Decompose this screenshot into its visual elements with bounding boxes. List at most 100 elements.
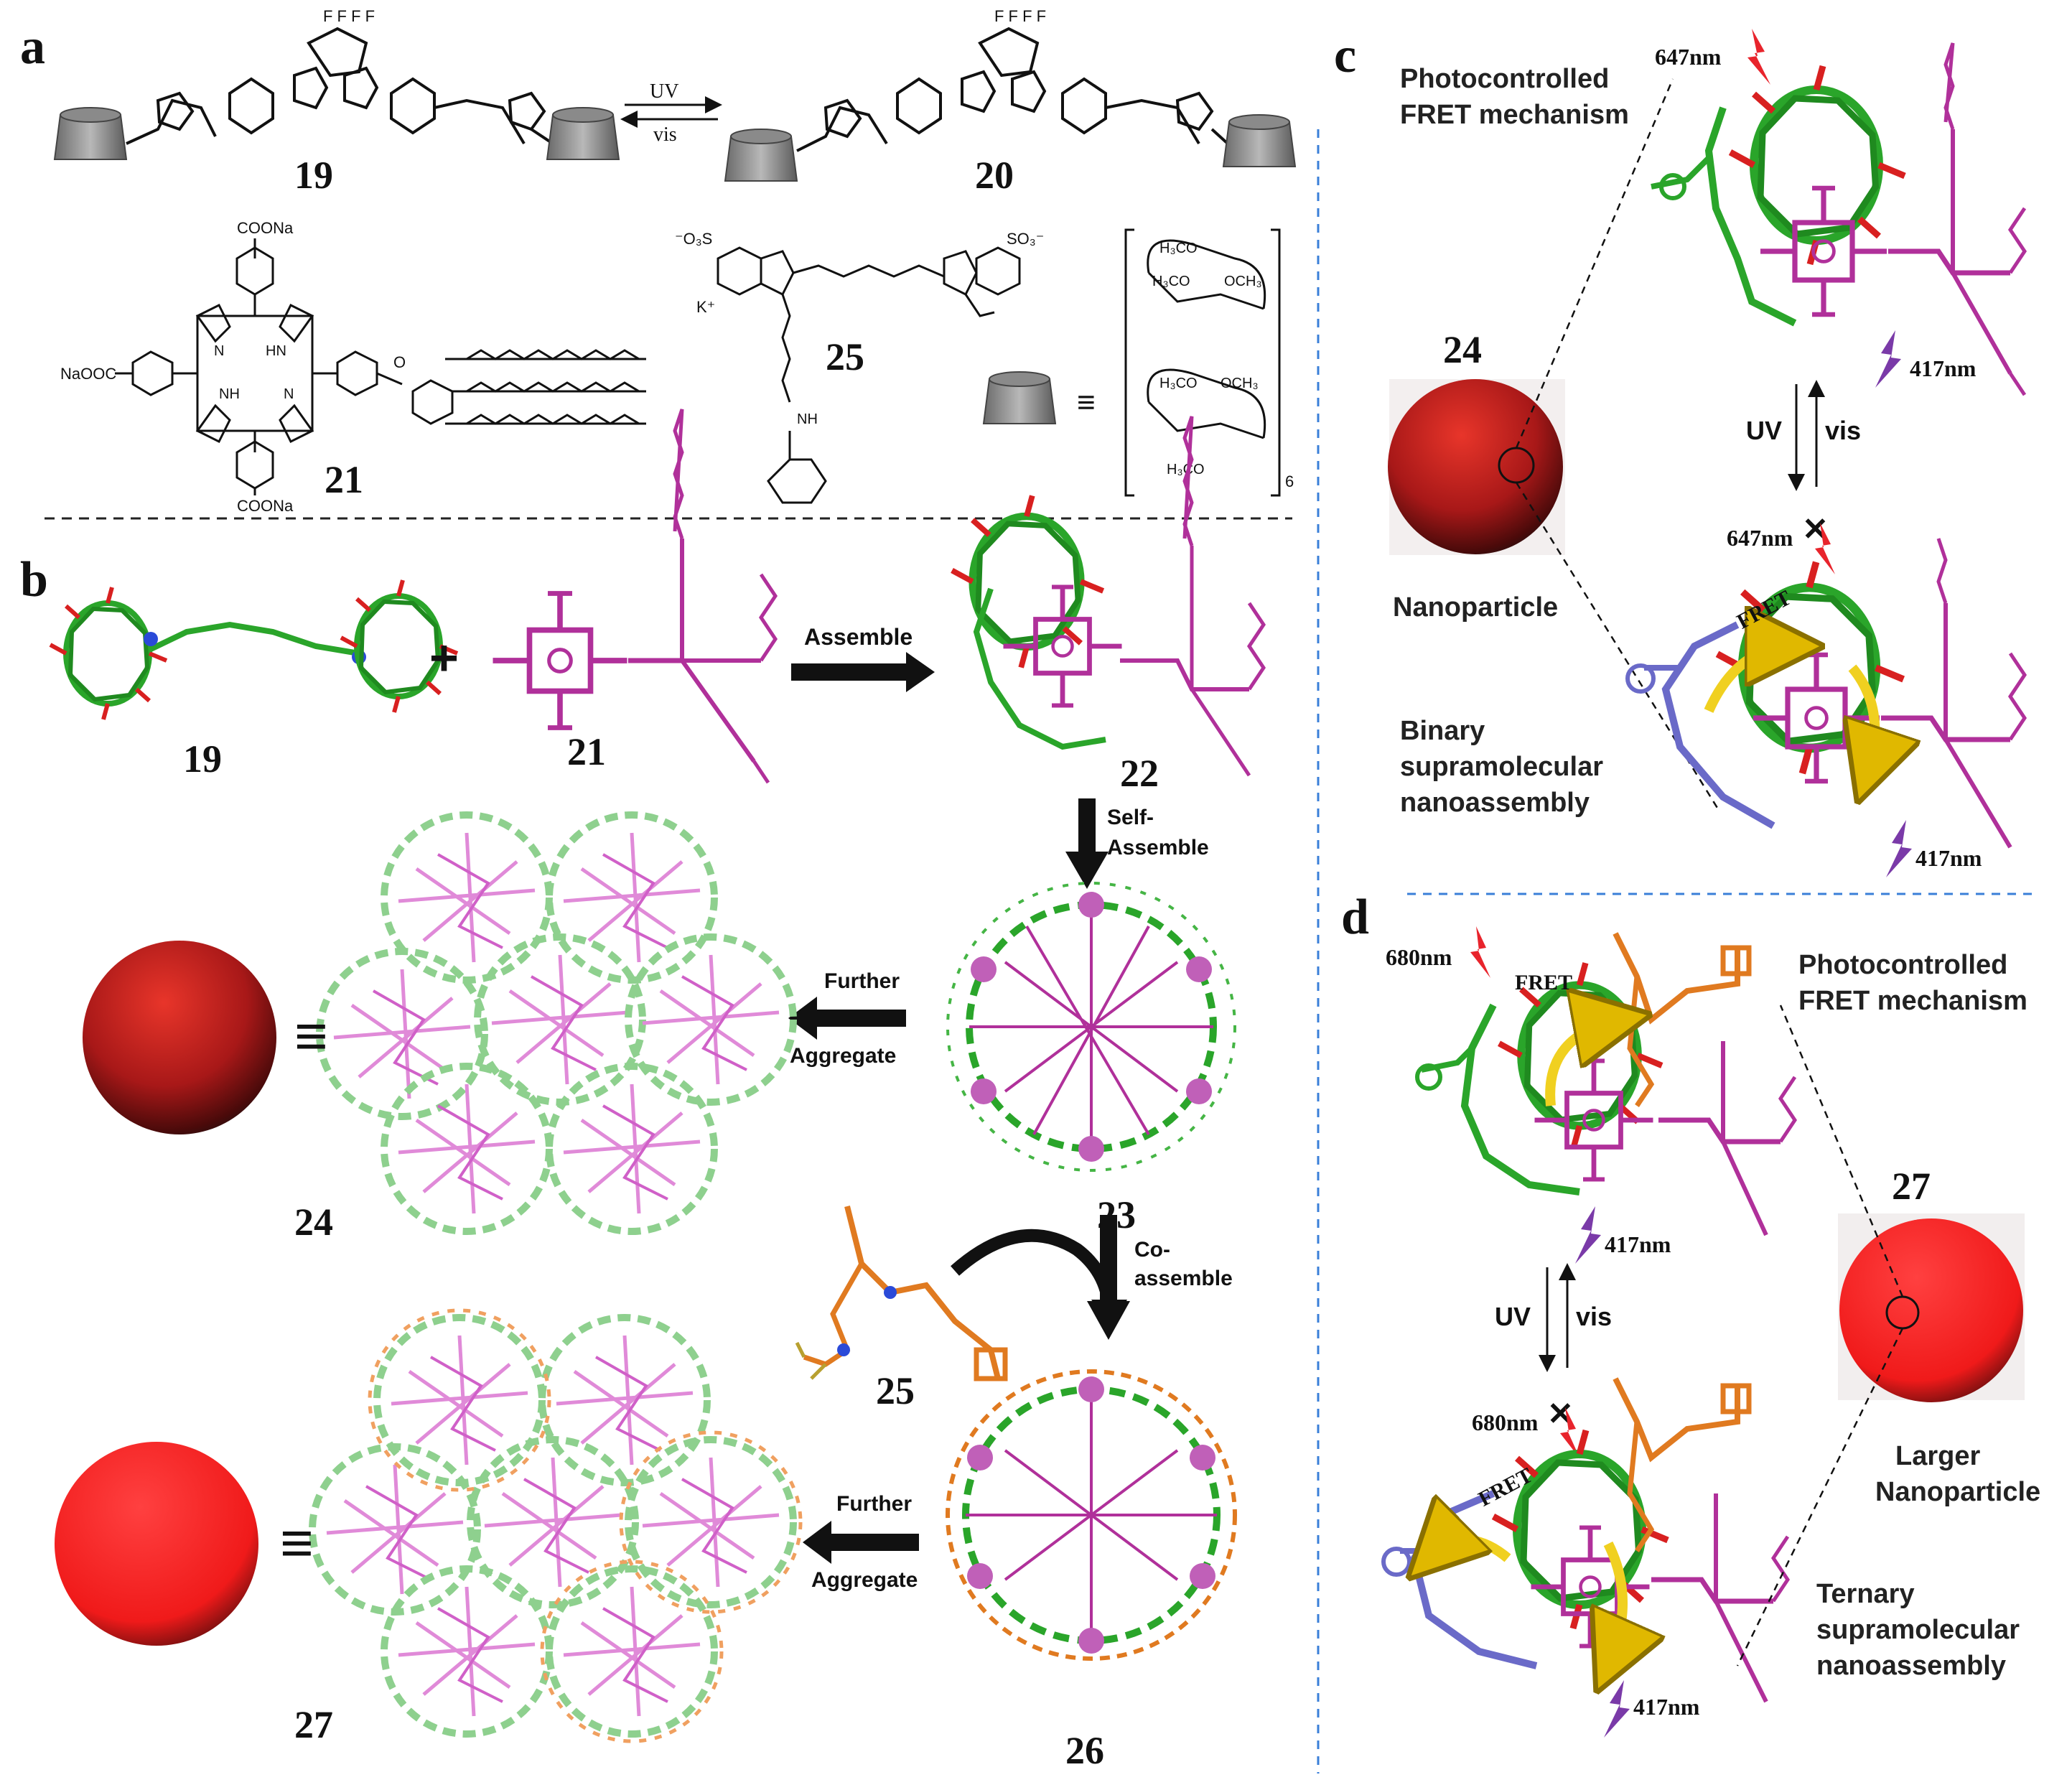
panel-d-zoom-line-bottom (1736, 1328, 1904, 1667)
model-25 (795, 1206, 1008, 1381)
model-27-aggregate (312, 1308, 803, 1743)
compound-19-structure: F F F F (53, 7, 620, 160)
k-ion: K⁺ (696, 298, 715, 316)
panel-d-open-complex (1415, 932, 1798, 1236)
switch-vis-label: vis (653, 123, 677, 146)
panel-c-closed-complex (1625, 538, 2027, 849)
panel-d-wl-680-top: 680nm (1386, 944, 1452, 970)
svg-text:F F F F: F F F F (994, 7, 1046, 25)
panel-d-ternary-3: nanoassembly (1816, 1651, 2006, 1681)
panel-c-binary-3: nanoassembly (1400, 788, 1590, 818)
nh-amide-group: NH (797, 411, 818, 427)
panel-c-vis: vis (1825, 416, 1861, 445)
plus-sign: + (429, 630, 459, 686)
model-23 (946, 882, 1236, 1172)
panel-c-letter: c (1334, 28, 1356, 83)
label-19-b: 19 (183, 737, 222, 780)
panel-d: d Photocontrolled FRET mechanism 680nm F… (1341, 890, 2040, 1738)
model-26 (946, 1369, 1237, 1661)
further2-label-1: Further (836, 1492, 912, 1516)
panel-c-open-complex (1651, 42, 2027, 396)
self-assemble-label-1: Self- (1107, 806, 1154, 829)
panel-d-closed-complex (1381, 1377, 1791, 1703)
further2-label-2: Aggregate (811, 1568, 918, 1592)
label-25-a: 25 (826, 335, 864, 378)
panel-b-letter: b (20, 552, 48, 607)
panel-c-title-1: Photocontrolled (1400, 64, 1609, 94)
further-aggregate-arrow-1: Further Aggregate (788, 969, 906, 1068)
nanoparticle-24-c (1388, 379, 1563, 554)
lightning-417-top (1875, 330, 1901, 388)
compound-20-structure: F F F F (724, 7, 1297, 182)
coassemble-arrow: Co- assemble (1087, 1215, 1233, 1340)
och3-2: OCH₃ (1221, 376, 1259, 391)
label-25-b: 25 (876, 1369, 915, 1412)
label-21-a: 21 (325, 458, 363, 501)
panel-d-ternary-1: Ternary (1816, 1579, 1915, 1609)
so3-right-group: SO₃⁻ (1007, 230, 1044, 248)
panel-c-label-24: 24 (1443, 328, 1482, 371)
coona-top-group: COONa (237, 219, 294, 237)
panel-a: a F F F F 19 UV vis (20, 7, 1297, 515)
assemble-arrow: Assemble (791, 624, 935, 692)
coassemble-label-1: Co- (1134, 1238, 1170, 1262)
panel-d-wl-680-bottom: 680nm (1472, 1409, 1539, 1435)
panel-c-title-2: FRET mechanism (1400, 100, 1629, 130)
label-26: 26 (1065, 1729, 1104, 1772)
switch-uv-label: UV (650, 80, 678, 103)
subscript-6: 6 (1285, 472, 1294, 490)
n-group-1: N (214, 343, 224, 359)
lightning-680-bottom (1560, 1407, 1580, 1459)
model-19 (50, 580, 457, 719)
equiv-24: ≡ (294, 1004, 328, 1068)
so3-left-group: ⁻O₃S (675, 230, 712, 248)
further1-label-1: Further (824, 969, 900, 993)
further1-label-2: Aggregate (790, 1044, 896, 1068)
lightning-417-d-bottom (1604, 1680, 1630, 1738)
panel-d-wl-417-top: 417nm (1605, 1231, 1671, 1257)
panel-c-binary-2: supramolecular (1400, 752, 1603, 782)
och3-1: OCH₃ (1224, 274, 1262, 289)
panel-c-uv: UV (1746, 416, 1782, 445)
coassemble-curve-arrow (951, 1229, 1116, 1308)
label-24-b: 24 (294, 1201, 333, 1244)
lightning-647-top (1747, 29, 1770, 85)
panel-d-vis: vis (1576, 1302, 1612, 1331)
svg-text:F F F F: F F F F (323, 7, 375, 25)
equiv-27: ≡ (280, 1511, 314, 1575)
panel-b: b 19 + 21 Assemble (20, 409, 1266, 1772)
panel-c: c Photocontrolled FRET mechanism 647nm 4… (1334, 28, 2027, 877)
nanoparticle-24-b (83, 941, 276, 1134)
panel-c-binary-1: Binary (1400, 716, 1485, 746)
panel-c-zoom-line-top (1515, 78, 1674, 449)
label-20: 20 (975, 154, 1014, 197)
h3co-1: H₃CO (1159, 241, 1198, 256)
h3co-4: H₃CO (1167, 462, 1205, 477)
compound-25-structure: ⁻O₃S SO₃⁻ K⁺ NH (675, 230, 1044, 504)
panel-d-letter: d (1341, 890, 1369, 945)
n-group-2: N (284, 386, 294, 402)
model-24-aggregate (319, 815, 793, 1231)
panel-d-ternary-2: supramolecular (1816, 1615, 2020, 1645)
panel-d-title-2: FRET mechanism (1798, 986, 2027, 1016)
o-group: O (393, 353, 406, 371)
h3co-2: H₃CO (1152, 274, 1190, 289)
panel-d-uv: UV (1495, 1302, 1531, 1331)
naooc-group: NaOOC (60, 365, 116, 383)
panel-c-wl-417-top: 417nm (1910, 355, 1977, 381)
h3co-3: H₃CO (1159, 376, 1198, 391)
panel-d-larger-1: Larger (1895, 1441, 1980, 1471)
compound-21-structure: COONa HN NH N N NaOOC COONa O (60, 219, 646, 515)
label-19-a: 19 (294, 154, 333, 197)
cyclodextrin-legend: ≡ H₃CO H₃CO OCH₃ H₃CO OCH₃ H₃CO 6 (982, 228, 1294, 497)
uv-vis-switch: UV vis (620, 80, 722, 146)
label-21-b: 21 (567, 730, 606, 773)
cd-equiv-sign: ≡ (1077, 385, 1096, 420)
panel-d-wl-417-bottom: 417nm (1633, 1694, 1700, 1720)
hn-group: HN (266, 343, 286, 359)
panel-a-letter: a (20, 19, 45, 75)
model-21 (493, 409, 778, 784)
model-22 (952, 416, 1266, 777)
panel-d-zoom-line-top (1779, 1005, 1904, 1297)
